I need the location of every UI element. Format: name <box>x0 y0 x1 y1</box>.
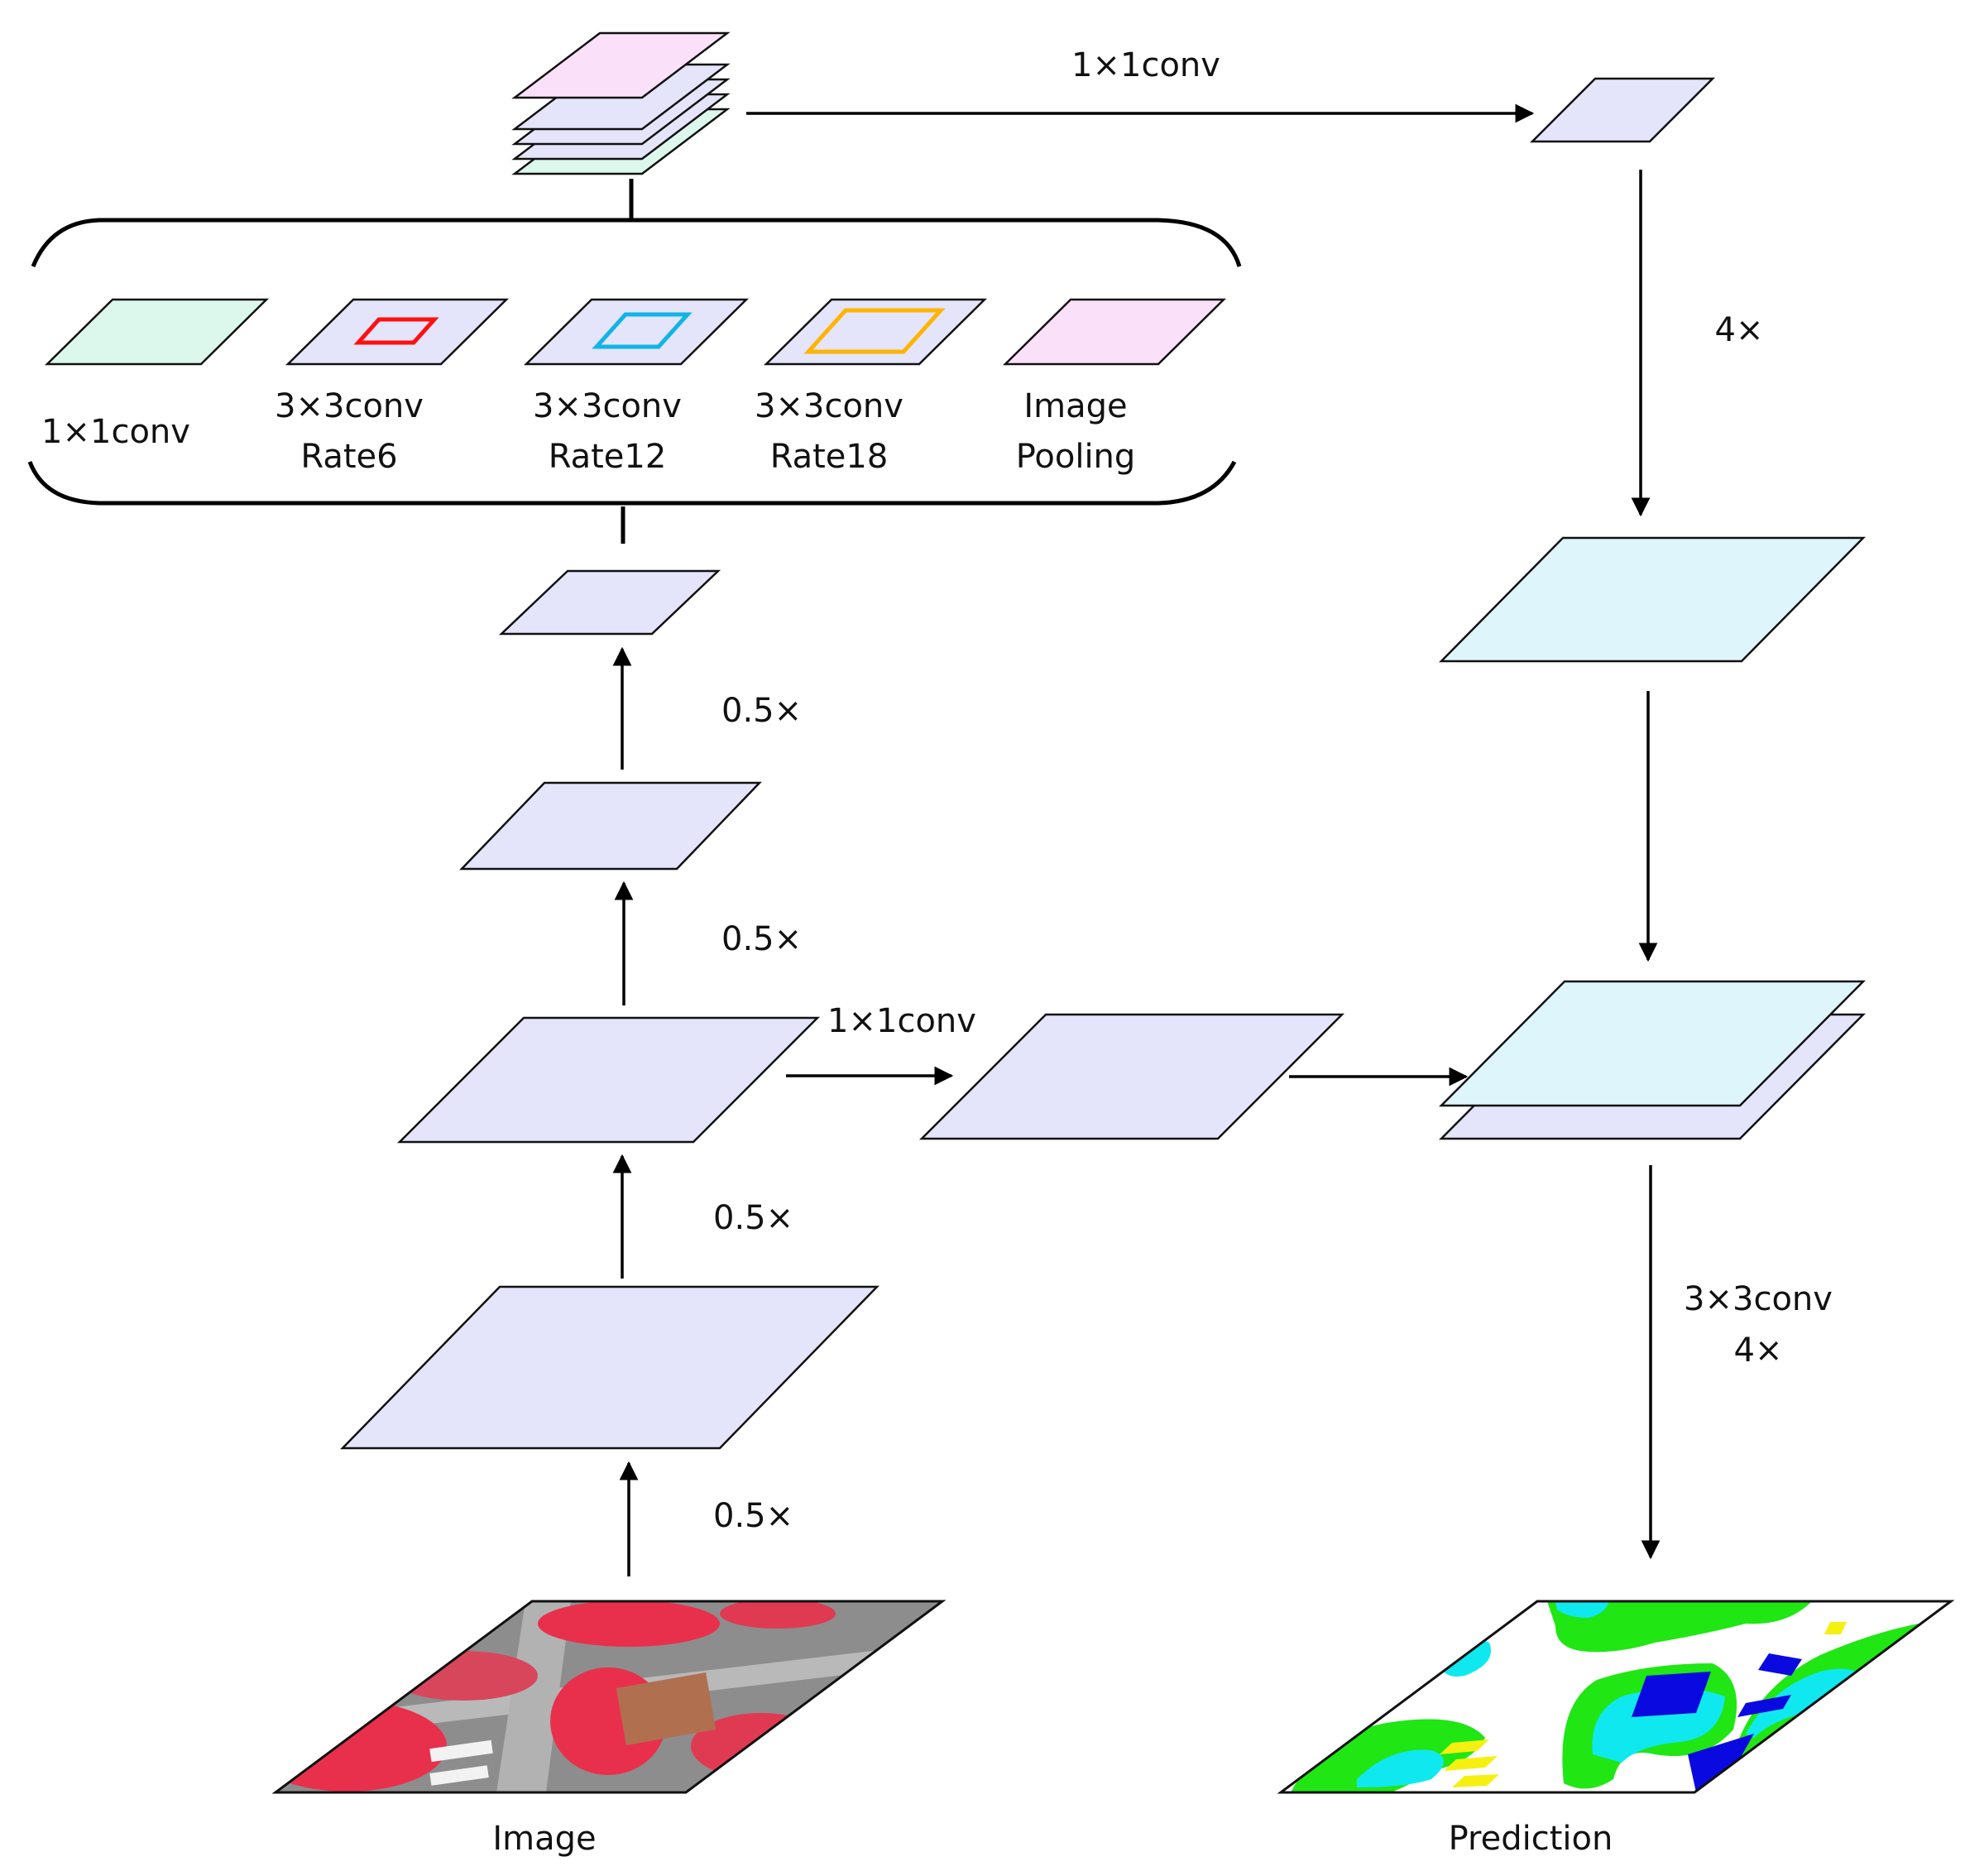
image-vegetation-1 <box>276 1701 447 1792</box>
final-conv-label-line1: 3×3conv <box>1684 1280 1833 1318</box>
aspp-rate12-plate <box>523 298 750 366</box>
pred-region-yellow-3 <box>1452 1774 1499 1787</box>
pred-region-yellow-1 <box>1440 1739 1489 1754</box>
input-caption: Image <box>492 1820 596 1858</box>
output-caption: Prediction <box>1449 1820 1613 1858</box>
image-bus-1 <box>429 1739 493 1763</box>
final-conv-label-line2: 4× <box>1734 1331 1783 1370</box>
encoder-feature-1-16 <box>498 569 721 636</box>
encoder-feature-1-8 <box>459 781 762 871</box>
aspp-rate6-label-line2: Rate6 <box>300 438 397 476</box>
pred-region-yellow-4 <box>1824 1622 1847 1634</box>
image-vegetation-2 <box>389 1651 538 1701</box>
aspp-1x1-plate <box>44 298 270 366</box>
aspp-rate18-label-line1: 3×3conv <box>755 387 903 425</box>
pred-region-green-top <box>1547 1601 1812 1653</box>
aspp-rate6-plate <box>285 298 510 366</box>
aspp-1x1-label: 1×1conv <box>41 413 190 451</box>
down3-label: 0.5× <box>721 920 802 958</box>
down4-label: 0.5× <box>721 692 802 730</box>
pred-region-blue-right-2 <box>1737 1695 1791 1717</box>
image-bus-2 <box>429 1765 489 1786</box>
concat-feature-stack <box>511 31 731 175</box>
top-conv-label: 1×1conv <box>1071 46 1220 84</box>
aspp-rate12-label-line2: Rate12 <box>549 438 667 476</box>
concat-layer-pink <box>511 31 731 99</box>
pred-region-cyan-left <box>1440 1639 1491 1677</box>
prediction-map <box>1281 1601 1951 1792</box>
down2-label: 0.5× <box>713 1199 793 1237</box>
rate18-kernel-frame <box>803 308 946 354</box>
aspp-rate18-plate <box>763 298 988 366</box>
aspp-rate6-label-line1: 3×3conv <box>275 387 424 425</box>
pred-region-blue-center <box>1632 1672 1711 1717</box>
decoder-reduced-feature <box>1529 77 1716 143</box>
down1-label: 0.5× <box>713 1497 793 1535</box>
decoder-upsampled-feature <box>1439 536 1866 663</box>
encoder-feature-1-2 <box>340 1285 879 1450</box>
encoder-feature-1-4 <box>396 1016 821 1144</box>
rate12-kernel-frame <box>592 312 693 349</box>
aspp-rate12-label-line1: 3×3conv <box>533 387 682 425</box>
low-level-reduced-feature <box>918 1013 1345 1140</box>
image-building <box>616 1672 717 1746</box>
low-level-conv-label: 1×1conv <box>827 1002 976 1040</box>
pred-region-cyan-top <box>1555 1601 1609 1618</box>
input-image <box>276 1601 942 1792</box>
pred-region-green-left <box>1291 1719 1485 1792</box>
input-image-frame <box>271 1600 947 1794</box>
image-road-vertical <box>496 1601 571 1792</box>
upsample-1-label: 4× <box>1715 311 1764 349</box>
aspp-pool-label-line1: Image <box>1023 387 1127 425</box>
pred-region-blue-bottom <box>1688 1734 1754 1792</box>
pred-region-yellow-2 <box>1444 1756 1498 1771</box>
pred-region-cyan-left-bottom <box>1357 1749 1444 1787</box>
rate6-kernel-frame <box>353 317 439 345</box>
prediction-frame <box>1277 1600 1955 1794</box>
concat-upper-layer <box>1438 980 1867 1107</box>
aspp-bracket-top <box>31 218 1242 267</box>
aspp-pool-label-line2: Pooling <box>1016 438 1136 476</box>
aspp-pool-plate <box>1002 298 1227 366</box>
image-vegetation-3 <box>538 1601 720 1647</box>
pred-region-blue-right <box>1758 1653 1802 1676</box>
aspp-bracket-bottom <box>27 460 1237 506</box>
aspp-rate18-label-line2: Rate18 <box>770 438 889 476</box>
image-vegetation-4 <box>720 1601 836 1629</box>
